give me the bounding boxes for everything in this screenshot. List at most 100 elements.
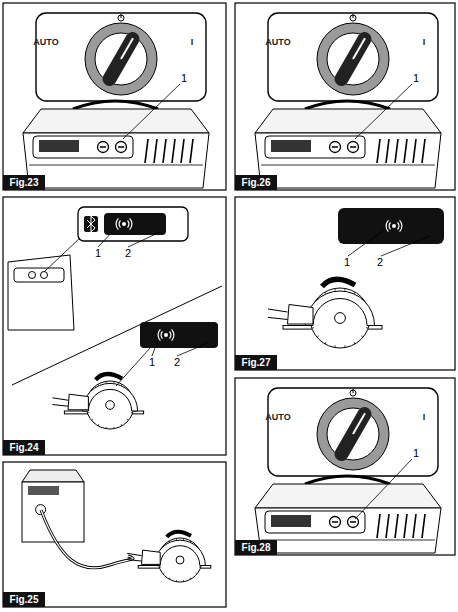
- vent-slot: [377, 139, 380, 163]
- blade-tooth: [366, 327, 368, 329]
- vacuum-handle: [73, 101, 158, 109]
- blade-tooth: [361, 336, 363, 338]
- off-symbol: [350, 15, 356, 21]
- hose-inner: [41, 510, 133, 568]
- vacuum-body: [8, 255, 74, 330]
- callout-number: 1: [181, 73, 187, 84]
- leader-line: [152, 340, 158, 356]
- off-symbol: [353, 14, 354, 18]
- zoom-line: [116, 348, 150, 386]
- display: [271, 140, 311, 152]
- display: [39, 140, 79, 152]
- dial-knob: [100, 30, 142, 89]
- vacuum-handle: [305, 476, 390, 484]
- switch: [116, 142, 127, 153]
- blade-tooth: [344, 288, 345, 290]
- figure-number: Fig.25: [10, 595, 39, 605]
- blade-tooth: [176, 538, 177, 540]
- inset-frame: [268, 388, 438, 476]
- switch-mark: [350, 521, 356, 523]
- blade-tooth: [344, 345, 345, 347]
- saw-handle: [167, 532, 191, 537]
- radio-wave: [158, 329, 174, 340]
- pairing-button: [338, 208, 444, 244]
- blade-tooth: [105, 427, 106, 429]
- vent-slot: [404, 139, 407, 163]
- figure-number: Fig.28: [242, 543, 271, 553]
- blade-tooth: [127, 419, 128, 420]
- inset-frame: [78, 207, 188, 241]
- blade-tooth: [113, 381, 114, 383]
- radio-dot: [164, 333, 168, 337]
- vacuum-lid: [22, 470, 84, 482]
- leader-line: [128, 232, 160, 247]
- hose: [41, 510, 133, 568]
- callout-number: 2: [174, 357, 180, 368]
- vent-slot: [413, 514, 416, 538]
- vent-slot: [377, 514, 380, 538]
- circular-saw: [268, 279, 382, 348]
- figure-tab: [235, 540, 277, 555]
- knob-pointer: [121, 38, 133, 59]
- figure-number: Fig.27: [242, 358, 271, 368]
- dial-label: I: [191, 38, 194, 47]
- knob-pointer: [353, 38, 365, 59]
- blade-guard: [155, 540, 206, 565]
- blade-tooth: [159, 566, 161, 568]
- blade-arbor: [106, 401, 115, 410]
- vacuum-top: [255, 101, 441, 188]
- dial-knob: [332, 405, 374, 464]
- body-seam: [261, 165, 435, 166]
- figure-panel: [235, 3, 455, 190]
- vent-slot: [422, 514, 425, 538]
- display: [271, 515, 311, 527]
- control-panel: [265, 511, 365, 533]
- motor-housing: [68, 394, 88, 410]
- divider-line: [12, 286, 222, 385]
- radio-dot: [392, 224, 396, 228]
- figure-tab: [3, 440, 45, 455]
- switch-mark: [118, 146, 124, 148]
- switch: [330, 517, 341, 528]
- callout-number: 2: [377, 257, 383, 268]
- dial-label: I: [423, 413, 426, 422]
- body-seam: [29, 165, 203, 166]
- vent-slot: [172, 139, 175, 163]
- dial-label: I: [423, 38, 426, 47]
- radio-wave: [161, 332, 171, 339]
- switch: [330, 142, 341, 153]
- inset-frame: [268, 13, 438, 101]
- vacuum-top: [23, 101, 209, 188]
- vent-slot: [413, 139, 416, 163]
- switch: [29, 272, 36, 279]
- blade-tooth: [98, 424, 100, 426]
- dial-label: AUTO: [265, 38, 290, 47]
- blade-tooth: [334, 345, 335, 347]
- radio-wave: [119, 221, 129, 228]
- blade-guard: [82, 383, 137, 411]
- switch: [41, 272, 48, 279]
- dust-nozzle: [268, 309, 288, 320]
- blade-tooth: [199, 566, 201, 568]
- vent-slot: [154, 139, 157, 163]
- leader-line: [123, 84, 180, 139]
- circular-saw: [52, 374, 143, 429]
- switch-mark: [100, 146, 106, 148]
- vacuum-cleaner: [22, 470, 84, 542]
- vent-slot: [386, 139, 389, 163]
- blade-tooth: [183, 538, 184, 540]
- dial-ring: [317, 23, 389, 95]
- switch: [348, 517, 359, 528]
- dial-inset: [268, 388, 438, 476]
- blade-tooth: [176, 580, 177, 582]
- bluetooth-symbol: [87, 216, 95, 232]
- vacuum-lid: [255, 484, 441, 508]
- vent-slot: [145, 139, 148, 163]
- knob-pointer: [353, 413, 365, 434]
- figure-number: Fig.23: [10, 178, 39, 188]
- dust-nozzle: [127, 553, 141, 561]
- vacuum-body: [23, 133, 209, 188]
- leader-line: [98, 228, 116, 247]
